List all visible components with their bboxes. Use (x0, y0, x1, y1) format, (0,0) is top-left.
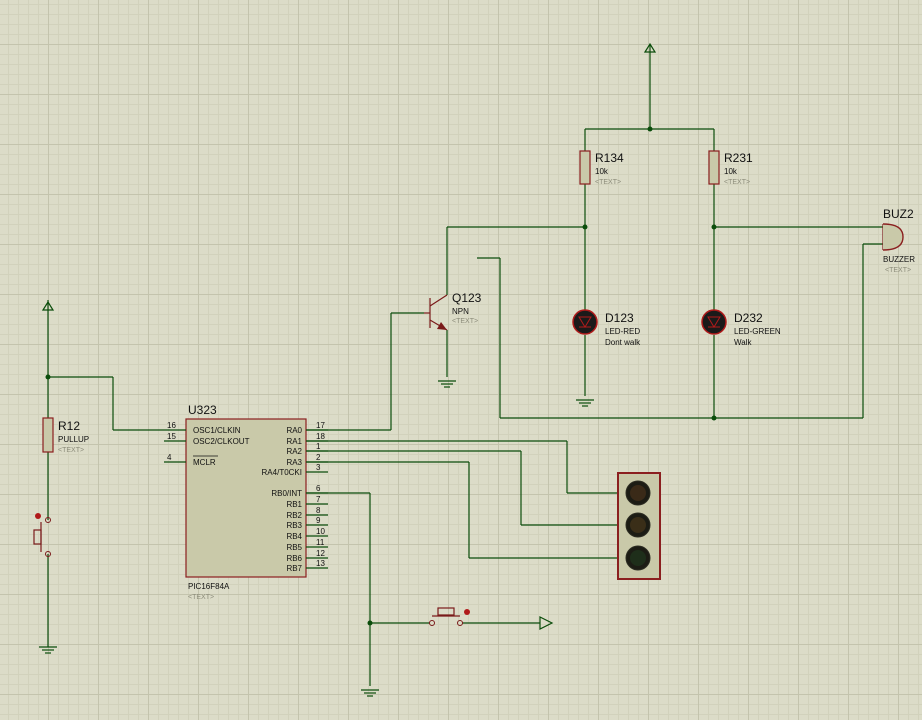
mcu-pin-number-8: 8 (316, 506, 321, 515)
mcu-u323[interactable]: U323 PIC16F84A <TEXT> 16OSC1/CLKIN15OSC2… (164, 403, 328, 601)
mcu-pin-label-17: RA0 (286, 426, 302, 435)
buzzer-buz2[interactable]: BUZ2 BUZZER <TEXT> (882, 207, 915, 274)
mcu-pin-label-1: RA2 (286, 447, 302, 456)
mcu-pin-number-4: 4 (167, 453, 172, 462)
q123-value: NPN (452, 307, 469, 316)
mcu-pin-label-15: OSC2/CLKOUT (193, 437, 250, 446)
u323-text: <TEXT> (188, 594, 214, 601)
mcu-pin-number-16: 16 (167, 421, 176, 430)
r231-text: <TEXT> (724, 179, 750, 186)
r134-ref: R134 (595, 151, 624, 165)
u323-part: PIC16F84A (188, 582, 230, 591)
buz2-value: BUZZER (883, 255, 915, 264)
power-terminal-left (41, 300, 55, 316)
mcu-pin-number-11: 11 (316, 538, 325, 547)
mcu-pin-label-11: RB5 (286, 543, 302, 552)
mcu-pin-number-17: 17 (316, 421, 325, 430)
mcu-pin-number-18: 18 (316, 432, 325, 441)
pushbutton-left[interactable] (33, 513, 51, 557)
traffic-light[interactable] (617, 472, 661, 580)
r134-value: 10k (595, 167, 609, 176)
mcu-pin-number-15: 15 (167, 432, 176, 441)
resistor-r134[interactable]: R134 10k <TEXT> (579, 150, 624, 186)
d232-note: Walk (734, 338, 752, 347)
mcu-pin-number-12: 12 (316, 549, 325, 558)
mcu-pin-number-2: 2 (316, 453, 321, 462)
r12-ref: R12 (58, 419, 80, 433)
d232-value: LED-GREEN (734, 327, 781, 336)
mcu-pin-number-6: 6 (316, 484, 321, 493)
q123-ref: Q123 (452, 291, 482, 305)
d123-ref: D123 (605, 311, 634, 325)
d232-ref: D232 (734, 311, 763, 325)
resistor-r12[interactable]: R12 PULLUP <TEXT> (42, 417, 89, 454)
pushbutton-bottom[interactable] (429, 607, 471, 626)
mcu-pin-label-8: RB2 (286, 511, 302, 520)
d123-note: Dont walk (605, 338, 641, 347)
mcu-pin-label-3: RA4/T0CKI (262, 468, 302, 477)
power-terminal-top (643, 42, 657, 58)
mcu-pin-label-10: RB4 (286, 532, 302, 541)
r134-text: <TEXT> (595, 179, 621, 186)
mcu-pin-number-1: 1 (316, 442, 321, 451)
mcu-pin-number-13: 13 (316, 559, 325, 568)
r231-ref: R231 (724, 151, 753, 165)
mcu-pin-label-12: RB6 (286, 554, 302, 563)
mcu-pin-label-7: RB1 (286, 500, 302, 509)
mcu-pin-label-6: RB0/INT (271, 489, 302, 498)
resistor-r231[interactable]: R231 10k <TEXT> (708, 150, 753, 186)
mcu-pin-number-7: 7 (316, 495, 321, 504)
mcu-pin-label-2: RA3 (286, 458, 302, 467)
q123-text: <TEXT> (452, 318, 478, 325)
r12-value: PULLUP (58, 435, 89, 444)
mcu-pin-number-9: 9 (316, 516, 321, 525)
mcu-pin-number-10: 10 (316, 527, 325, 536)
mcu-pin-label-13: RB7 (286, 564, 302, 573)
mcu-pin-label-18: RA1 (286, 437, 302, 446)
r231-value: 10k (724, 167, 738, 176)
wires (47, 58, 883, 686)
mcu-pin-label-4: MCLR (193, 458, 216, 467)
mcu-pin-label-16: OSC1/CLKIN (193, 426, 241, 435)
r12-text: <TEXT> (58, 447, 84, 454)
d123-value: LED-RED (605, 327, 640, 336)
mcu-pins: 16OSC1/CLKIN15OSC2/CLKOUT4MCLR17RA018RA1… (164, 421, 328, 573)
junction-dots (45, 126, 717, 626)
buz2-ref: BUZ2 (883, 207, 914, 221)
ground-symbols (39, 380, 594, 697)
output-terminal (539, 616, 554, 630)
mcu-pin-number-3: 3 (316, 463, 321, 472)
transistor-q123[interactable]: Q123 NPN <TEXT> (424, 291, 482, 331)
buz2-text: <TEXT> (885, 267, 911, 274)
led-d123[interactable]: D123 LED-RED Dont walk (572, 309, 641, 347)
led-d232[interactable]: D232 LED-GREEN Walk (701, 309, 781, 347)
u323-ref: U323 (188, 403, 217, 417)
mcu-pin-label-9: RB3 (286, 521, 302, 530)
